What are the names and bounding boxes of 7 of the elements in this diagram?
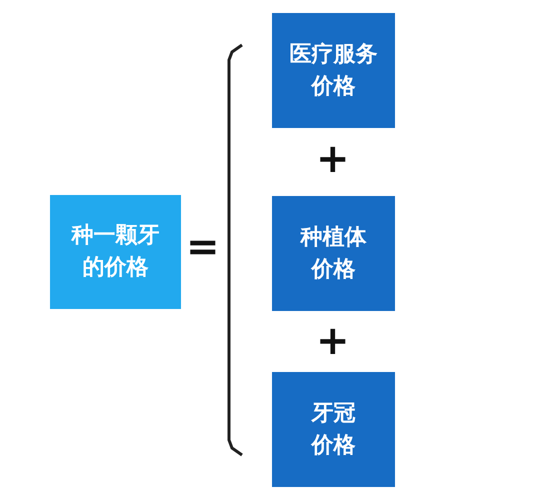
price-box: 种植体价格 [272, 196, 395, 311]
equals-sign: = [186, 227, 220, 267]
plus-sign: + [316, 139, 350, 179]
price-box: 牙冠价格 [272, 372, 395, 487]
price-box: 医疗服务价格 [272, 13, 395, 128]
plus-sign: + [316, 321, 350, 361]
total-price-box: 种一颗牙的价格 [50, 195, 181, 309]
